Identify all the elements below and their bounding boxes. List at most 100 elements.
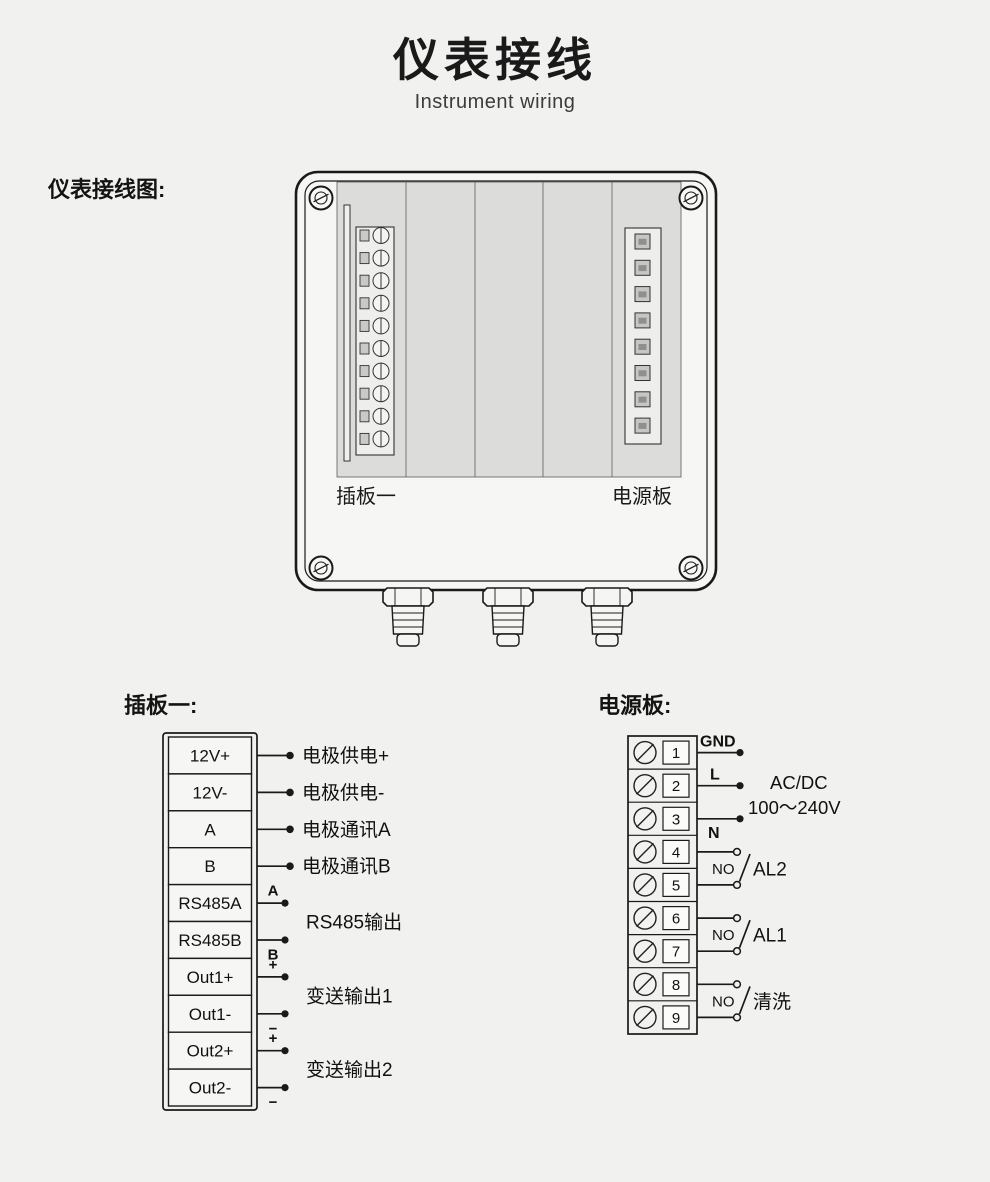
panel-dividers [405, 182, 613, 477]
terminal-cell: A [167, 810, 253, 849]
board1-wiring-diagram: 12V+ 12V- A B RS485A RS485B Out1+ Out1- … [162, 732, 402, 1111]
screw-icon [633, 939, 657, 963]
wire-mark-plus: + [269, 956, 278, 973]
power-terminal-row: 1 [633, 740, 690, 765]
terminal-label: Out1- [189, 1005, 232, 1024]
cable-gland-icon [482, 587, 534, 647]
power-terminal-row: 3 [633, 806, 690, 831]
terminal-cell: B [167, 846, 253, 886]
corner-screw-icon [678, 555, 704, 581]
terminal-number: 6 [672, 911, 680, 928]
corner-screw-icon [308, 185, 334, 211]
terminal-number: 3 [672, 811, 680, 828]
relay-contact-type: NO [712, 993, 735, 1010]
wire-label: 电极供电- [302, 782, 384, 804]
group-transmit-output-2: + − 变送输出2 [257, 1030, 393, 1111]
corner-screw-icon [308, 555, 334, 581]
corner-screw-icon [678, 185, 704, 211]
screw-icon [633, 740, 657, 765]
terminal-number: 2 [672, 778, 680, 795]
relay-blade-icon [738, 853, 751, 882]
power-terminal-row: 5 [633, 872, 690, 897]
terminal-number: 7 [672, 944, 680, 961]
terminal-label: Out1+ [187, 968, 234, 987]
terminal-slot-icon [634, 417, 651, 434]
terminal-label: RS485A [178, 894, 242, 913]
wire-label: 电极通讯A [302, 819, 391, 841]
wire-mark-a: A [268, 883, 279, 900]
wire-neutral: N [697, 815, 744, 842]
terminal-label: B [204, 857, 215, 876]
neutral-label: N [708, 825, 720, 842]
board1-section-label: 插板一: [124, 693, 198, 718]
wire-gnd: GND [697, 734, 744, 757]
relay-blade-icon [738, 986, 751, 1015]
board1-terminal-cells: 12V+ 12V- A B RS485A RS485B Out1+ Out1- … [167, 736, 253, 1107]
terminal-number: 1 [672, 745, 680, 762]
wire-mark-b: B [268, 947, 279, 964]
wire-mark-plus: + [269, 1030, 278, 1047]
terminal-cell: Out2+ [167, 1031, 253, 1070]
power-board-wiring-diagram: 1 2 3 4 5 6 7 8 9 GND L N AC/DC 100～240V [627, 734, 841, 1035]
terminal-number: 4 [672, 844, 680, 861]
terminal-slot-icon [634, 259, 651, 276]
screw-icon [633, 807, 657, 831]
power-terminal-rows: 1 2 3 4 5 6 7 8 9 [633, 740, 690, 1030]
screw-icon [633, 840, 657, 864]
power-terminal-row: 9 [633, 1005, 690, 1030]
relay-al2: NO AL2 [697, 847, 787, 890]
terminal-cell: 12V+ [167, 736, 253, 775]
terminal-slot-icon [634, 391, 651, 408]
pcb-edge-connector [343, 204, 351, 462]
wiring-diagram-section-label: 仪表接线图: [48, 177, 166, 202]
relay-al1: NO AL1 [697, 913, 787, 956]
live-label: L [710, 767, 720, 784]
wire-comm-a: 电极通讯A [257, 819, 391, 841]
terminal-label: 12V- [193, 783, 228, 802]
group-rs485-output: A B RS485输出 [257, 883, 402, 964]
relay-label: AL1 [753, 926, 787, 947]
terminal-number: 9 [672, 1010, 680, 1027]
enclosure-diagram: 插板一 电源板 [294, 170, 718, 647]
wire-label: 电极供电+ [302, 745, 389, 767]
group-label: 变送输出2 [306, 1059, 393, 1081]
wire-mark-minus: − [269, 1020, 278, 1037]
terminal-label: RS485B [178, 931, 241, 950]
relay-contact-type: NO [712, 861, 735, 878]
terminal-label: A [204, 820, 216, 839]
screw-icon [633, 972, 657, 996]
supply-type-label: AC/DC [770, 772, 828, 793]
terminal-label: Out2+ [187, 1042, 234, 1061]
gnd-label: GND [700, 734, 736, 751]
power-terminal-row: 6 [633, 906, 690, 931]
terminal-cell: Out2- [167, 1068, 253, 1107]
board1-caption: 插板一 [336, 484, 396, 508]
group-label: 变送输出1 [306, 985, 393, 1007]
terminal-slot-icon [634, 286, 651, 303]
page-subtitle: Instrument wiring [414, 90, 576, 113]
screw-icon [633, 906, 657, 930]
terminal-slot-icon [634, 233, 651, 250]
enclosure-lid-seam [304, 180, 708, 582]
screw-icon [633, 873, 657, 897]
terminal-slot-icon [634, 338, 651, 355]
terminal-cell: RS485A [167, 883, 253, 923]
wire-12v-plus: 电极供电+ [257, 745, 389, 767]
wire-12v-minus: 电极供电- [257, 782, 384, 804]
terminal-number: 5 [672, 877, 680, 894]
group-transmit-output-1: + − 变送输出1 [257, 956, 393, 1037]
relay-blade-icon [738, 919, 751, 949]
relay-label: 清洗 [753, 991, 791, 1013]
relay-contact-type: NO [712, 927, 735, 944]
supply-voltage-label: 100～240V [748, 797, 841, 818]
cable-gland-icon [382, 587, 434, 647]
wire-mark-minus: − [269, 1094, 278, 1111]
board1-block-outline [162, 732, 258, 1111]
page-title: 仪表接线 [393, 34, 597, 86]
cable-glands [382, 587, 633, 647]
terminal-number: 8 [672, 977, 680, 994]
power-terminal-row: 4 [633, 839, 690, 864]
wire-comm-b: 电极通讯B [257, 856, 391, 878]
screw-icon [633, 774, 657, 798]
